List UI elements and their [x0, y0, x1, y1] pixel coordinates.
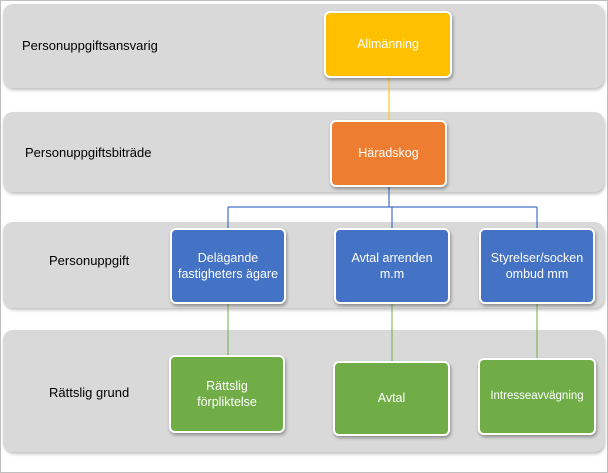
node-avtal-label: Avtal [377, 391, 406, 406]
row-label-personuppgiftsansvarig: Personuppgiftsansvarig [22, 38, 158, 53]
node-delagande-fastigheters-agare: Delägande fastigheters ägare [170, 228, 286, 304]
row-label-rattslig-grund: Rättslig grund [49, 385, 130, 400]
node-intresseavvagning: Intresseavvägning [478, 358, 596, 435]
node-intresse-label: Intresseavvägning [490, 390, 584, 403]
node-haradskog-label: Häradskog [358, 146, 419, 161]
node-rattslig-label: Rättslig förpliktelse [197, 378, 257, 409]
node-allmanning-label: Allmänning [357, 37, 419, 52]
node-allmanning: Allmänning [324, 11, 452, 78]
node-avtal-arrenden: Avtal arrenden m.m [334, 228, 450, 304]
node-haradskog: Häradskog [330, 120, 447, 187]
node-rattslig-forpliktelse: Rättslig förpliktelse [169, 355, 285, 433]
band-row-1 [3, 4, 604, 88]
row-label-personuppgiftsbitrade: Personuppgiftsbiträde [25, 145, 152, 160]
row-label-personuppgift: Personuppgift [49, 253, 130, 268]
node-delagande-label: Delägande fastigheters ägare [177, 250, 279, 281]
node-styrelser-socken-ombud: Styrelser/socken ombud mm [479, 228, 595, 304]
node-avtal-arrenden-label: Avtal arrenden m.m [351, 250, 433, 281]
node-styrelser-label: Styrelser/socken ombud mm [490, 250, 584, 281]
node-avtal: Avtal [333, 361, 450, 436]
band-row-2 [3, 112, 604, 192]
